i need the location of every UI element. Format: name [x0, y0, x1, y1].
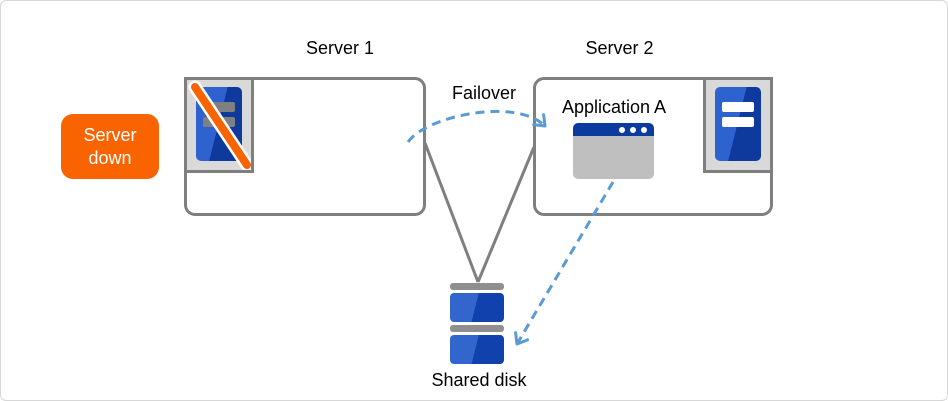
disk-platter: [450, 293, 504, 322]
server2-title: Server 2: [585, 38, 654, 58]
server-slot-bar: [203, 102, 235, 112]
app-window-titlebar: [573, 123, 654, 136]
app-window-dots-icon: [619, 127, 647, 133]
application-label: Application A: [561, 97, 667, 117]
server-down-line2: down: [88, 147, 132, 168]
server-down-badge: Server down: [61, 114, 159, 179]
shared-disk-label: Shared disk: [431, 370, 527, 390]
down-slash-icon: [188, 80, 251, 170]
disk-cap: [450, 325, 504, 332]
server-slot-bar: [722, 117, 754, 127]
disk-cap: [450, 283, 504, 290]
failover-arrow: [406, 110, 547, 143]
disk-platter: [450, 335, 504, 364]
server1-to-disk-line: [423, 142, 480, 283]
shared-disk-icon: [450, 283, 504, 364]
server-tower-icon: [715, 87, 761, 161]
failover-label: Failover: [451, 83, 517, 103]
server1-title: Server 1: [305, 38, 375, 58]
server-down-line1: Server: [83, 124, 137, 145]
server2-to-disk-line: [476, 146, 536, 283]
app-window-body: [573, 136, 654, 179]
application-window-icon: [573, 123, 654, 179]
server-slot-bar: [722, 102, 754, 112]
server1-icon: [184, 77, 254, 173]
server2-icon: [703, 77, 773, 173]
